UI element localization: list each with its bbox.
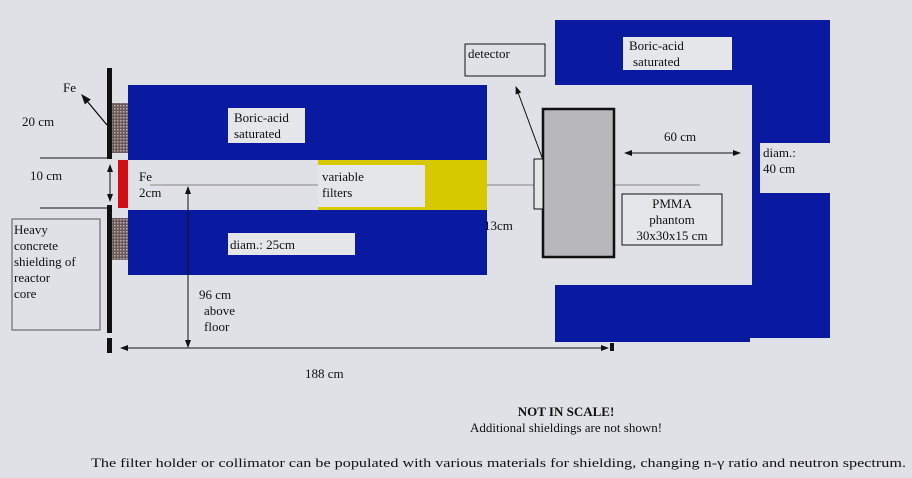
- variable-filters-label-2: filters: [322, 185, 352, 200]
- not-in-scale-note: NOT IN SCALE!: [518, 404, 615, 419]
- phantom-shielding: [555, 20, 830, 342]
- collimator-top-shield: [128, 85, 487, 160]
- diam-40-label: diam.:: [763, 145, 796, 160]
- 13cm-label: 13cm: [484, 218, 513, 233]
- detector-label: detector: [468, 46, 511, 61]
- fe-label: Fe: [63, 80, 76, 95]
- caption: The filter holder or collimator can be p…: [91, 455, 906, 470]
- boric-left-label: Boric-acid: [234, 110, 289, 125]
- boric-right-label: Boric-acid: [629, 38, 684, 53]
- concrete-line: shielding of: [14, 254, 76, 269]
- 10cm-label: 10 cm: [30, 168, 62, 183]
- boric-left-label-2: saturated: [234, 126, 281, 141]
- height-label: above: [204, 303, 235, 318]
- diam-40-label-2: 40 cm: [763, 161, 795, 176]
- phantom-label-box: [621, 193, 723, 246]
- concrete-line: Heavy: [14, 222, 48, 237]
- additional-shielding-note: Additional shieldings are not shown!: [470, 420, 662, 435]
- height-label: 96 cm: [199, 287, 231, 302]
- phantom-label: PMMA: [652, 196, 692, 211]
- fe-plate-label: Fe: [139, 169, 152, 184]
- phantom-label: phantom: [649, 212, 695, 227]
- phantom-label: 30x30x15 cm: [636, 228, 707, 243]
- 188cm-label: 188 cm: [305, 366, 344, 381]
- boric-right-label-2: saturated: [633, 54, 680, 69]
- fe-shield-bottom: [112, 218, 128, 260]
- concrete-label-box: [11, 218, 101, 331]
- concrete-line: concrete: [14, 238, 58, 253]
- detector-pointer-arrow: [515, 86, 544, 161]
- pmma-phantom: [541, 107, 616, 259]
- 60cm-label: 60 cm: [664, 129, 696, 144]
- reactor-wall: [107, 68, 128, 353]
- detector: [533, 158, 544, 210]
- fe-plate: [118, 160, 128, 208]
- detector-label-box: [464, 43, 546, 77]
- height-label: floor: [204, 319, 230, 334]
- concrete-line: core: [14, 286, 37, 301]
- diam-25-label: diam.: 25cm: [230, 237, 295, 252]
- fe-plate-thickness: 2cm: [139, 185, 161, 200]
- fe-shield-top: [112, 103, 128, 153]
- variable-filters-label: variable: [322, 169, 364, 184]
- 20cm-label: 20 cm: [22, 114, 54, 129]
- concrete-line: reactor: [14, 270, 51, 285]
- fe-pointer-arrow: [81, 94, 108, 126]
